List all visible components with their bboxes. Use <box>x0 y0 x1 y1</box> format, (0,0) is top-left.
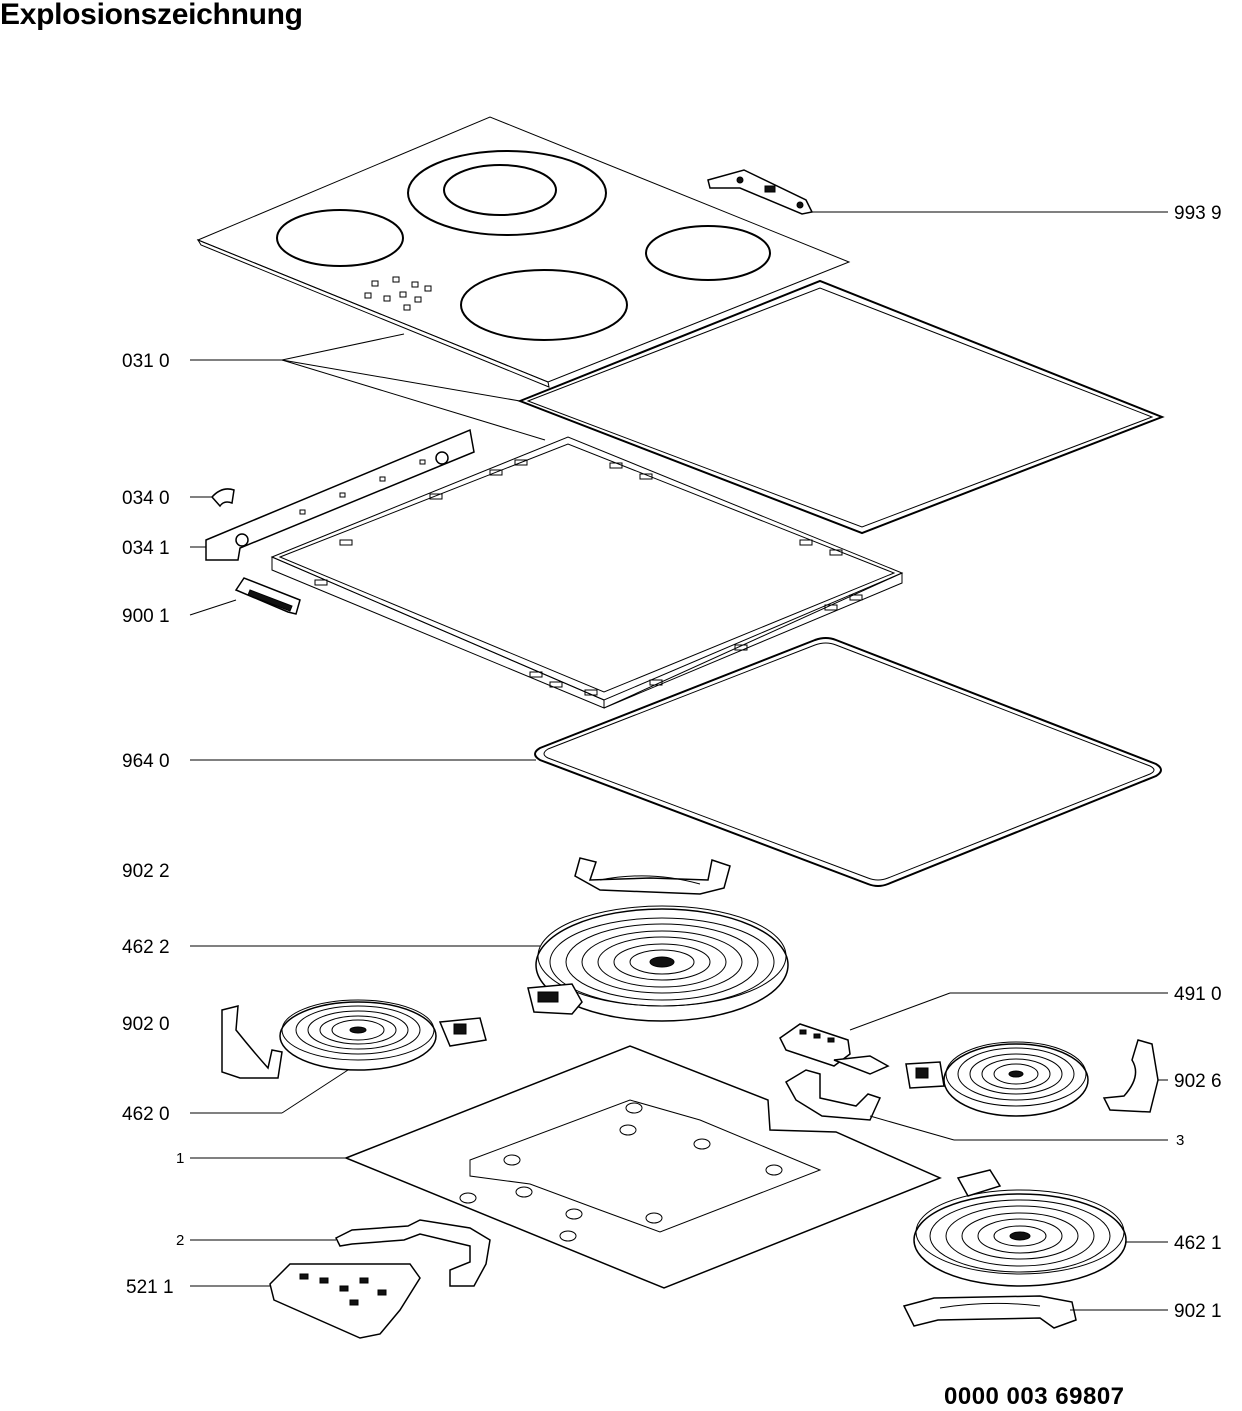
part-902-0-bracket <box>221 1005 283 1079</box>
callout-labels: 993 9 031 0 034 0 034 1 900 1 964 0 902 … <box>122 203 1222 1322</box>
part-902-6-bracket <box>1102 1039 1159 1113</box>
document-number: 0000 003 69807 <box>944 1383 1125 1410</box>
leader-lines <box>189 211 1168 1311</box>
part-964-0-seal <box>534 637 1162 887</box>
callout-462-1: 462 1 <box>1174 1233 1222 1254</box>
part-902-1-bracket <box>902 1295 1077 1329</box>
heating-element-right <box>905 1041 1089 1117</box>
glass-ceramic-top <box>196 116 851 388</box>
part-521-1-control-module <box>269 1263 421 1339</box>
diagram-title: Explosionszeichnung <box>0 0 303 31</box>
part-1-base-tray <box>343 1045 942 1289</box>
callout-462-0: 462 0 <box>122 1104 170 1125</box>
callout-902-6: 902 6 <box>1174 1071 1222 1092</box>
callout-034-1: 034 1 <box>122 538 170 559</box>
callout-1: 1 <box>176 1150 184 1167</box>
part-462-0-heating-element <box>279 999 487 1071</box>
callout-902-2: 902 2 <box>122 861 170 882</box>
callout-902-1: 902 1 <box>1174 1301 1222 1322</box>
part-491-0-switch <box>779 1023 890 1075</box>
callout-3: 3 <box>1176 1132 1184 1149</box>
callout-902-0: 902 0 <box>122 1014 170 1035</box>
callout-462-2: 462 2 <box>122 937 170 958</box>
callout-964-0: 964 0 <box>122 751 170 772</box>
part-902-2-bracket <box>574 857 731 895</box>
callout-031-0: 031 0 <box>122 351 170 372</box>
callout-900-1: 900 1 <box>122 606 170 627</box>
callout-034-0: 034 0 <box>122 488 170 509</box>
part-993-9-bracket <box>707 169 814 215</box>
part-031-0-seal <box>517 279 1165 535</box>
part-034-0-clip <box>210 488 235 508</box>
part-900-1-connector <box>234 577 301 615</box>
callout-993-9: 993 9 <box>1174 203 1222 224</box>
part-462-2-heating-element <box>527 905 789 1022</box>
part-3-bracket <box>784 1069 882 1121</box>
part-462-1-heating-element <box>913 1169 1127 1287</box>
part-2-cable-duct <box>334 1219 491 1287</box>
callout-491-0: 491 0 <box>1174 984 1222 1005</box>
callout-521-1: 521 1 <box>126 1277 174 1298</box>
callout-2: 2 <box>176 1232 184 1249</box>
part-034-1-rail <box>205 428 475 561</box>
frame <box>270 436 904 709</box>
